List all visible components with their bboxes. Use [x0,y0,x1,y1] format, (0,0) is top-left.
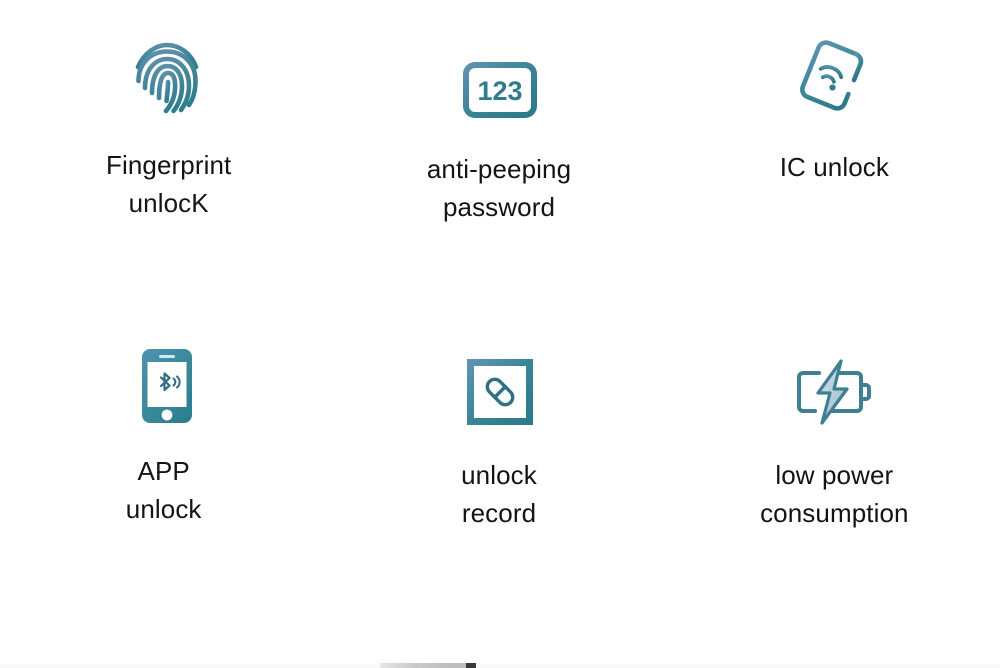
feature-label: low power consumption [760,460,909,528]
chain-link-square-icon [440,346,560,438]
smartphone-bluetooth-icon [107,340,227,432]
numeric-keypad-123-icon: 123 [440,44,560,136]
keypad-digits: 123 [477,76,522,106]
feature-label: unlock record [461,460,537,528]
ic-card-nfc-icon [773,30,893,122]
sliver-product-edge [380,663,472,668]
feature-card-app-unlock[interactable]: APP unlock [0,300,333,600]
feature-label: APP unlock [125,456,202,524]
feature-label: anti-peeping password [426,154,572,222]
fingerprint-icon [107,34,227,126]
feature-label: IC unlock [779,152,889,182]
feature-card-ic-unlock[interactable]: IC unlock [667,0,1000,300]
next-image-sliver [0,658,1000,668]
battery-bolt-icon [773,346,893,438]
sliver-product-cap [466,663,476,668]
feature-label: Fingerprint unlocK [105,150,232,218]
feature-card-anti-peeping-password[interactable]: 123 anti-peeping password [333,0,666,300]
feature-grid: Fingerprint unlocK 123 anti-peeping pass… [0,0,1000,600]
sliver-background [0,662,1000,668]
feature-card-fingerprint-unlock[interactable]: Fingerprint unlocK [0,0,333,300]
feature-card-low-power-consumption[interactable]: low power consumption [667,300,1000,600]
feature-card-unlock-record[interactable]: unlock record [333,300,666,600]
